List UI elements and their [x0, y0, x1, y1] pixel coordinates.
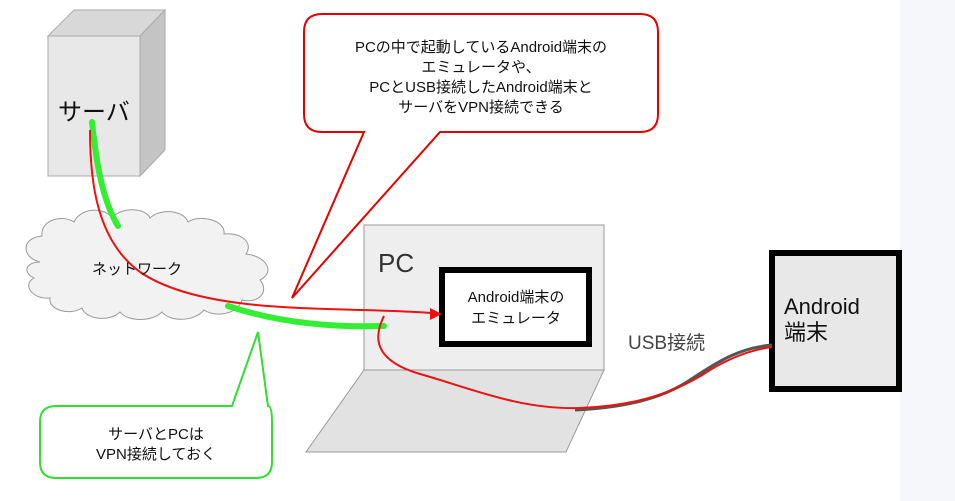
- emulator-box: [439, 267, 592, 347]
- android-device-label: Android 端末: [784, 294, 860, 346]
- page-margin-strip: [900, 0, 955, 501]
- emulator-label: Android端末の エミュレータ: [446, 287, 586, 329]
- top-callout-line2: エミュレータや、: [421, 59, 541, 76]
- network-label: ネットワーク: [92, 261, 183, 278]
- pc-label: PC: [378, 248, 415, 278]
- android-device-box: [769, 250, 902, 392]
- android-device-label-line1: Android: [784, 294, 860, 319]
- arrowhead-icon: [430, 308, 442, 320]
- server-pc-green-link: [89, 119, 387, 330]
- network-cloud: [25, 209, 269, 320]
- top-callout-line3: PCとUSB接続したAndroid端末と: [369, 79, 593, 96]
- top-callout: [291, 13, 659, 299]
- bottom-callout: [39, 331, 273, 479]
- top-callout-line1: PCの中で起動しているAndroid端末の: [354, 39, 608, 56]
- top-callout-line4: サーバをVPN接続できる: [398, 99, 564, 116]
- bottom-callout-text: サーバとPCは VPN接続しておく: [42, 425, 270, 465]
- bottom-callout-line1: サーバとPCは: [108, 426, 204, 443]
- vpn-link-to-device: [377, 315, 773, 410]
- usb-label: USB接続: [628, 333, 706, 354]
- emulator-label-line2: エミュレータ: [471, 310, 561, 327]
- bottom-callout-line2: VPN接続しておく: [96, 446, 216, 463]
- server-label: サーバ: [58, 99, 130, 126]
- top-callout-text: PCの中で起動しているAndroid端末の エミュレータや、 PCとUSB接続し…: [306, 38, 656, 118]
- emulator-label-line1: Android端末の: [467, 289, 565, 306]
- vpn-link-to-emulator: [89, 129, 433, 314]
- android-device-label-line2: 端末: [784, 320, 829, 345]
- usb-cable: [574, 343, 773, 412]
